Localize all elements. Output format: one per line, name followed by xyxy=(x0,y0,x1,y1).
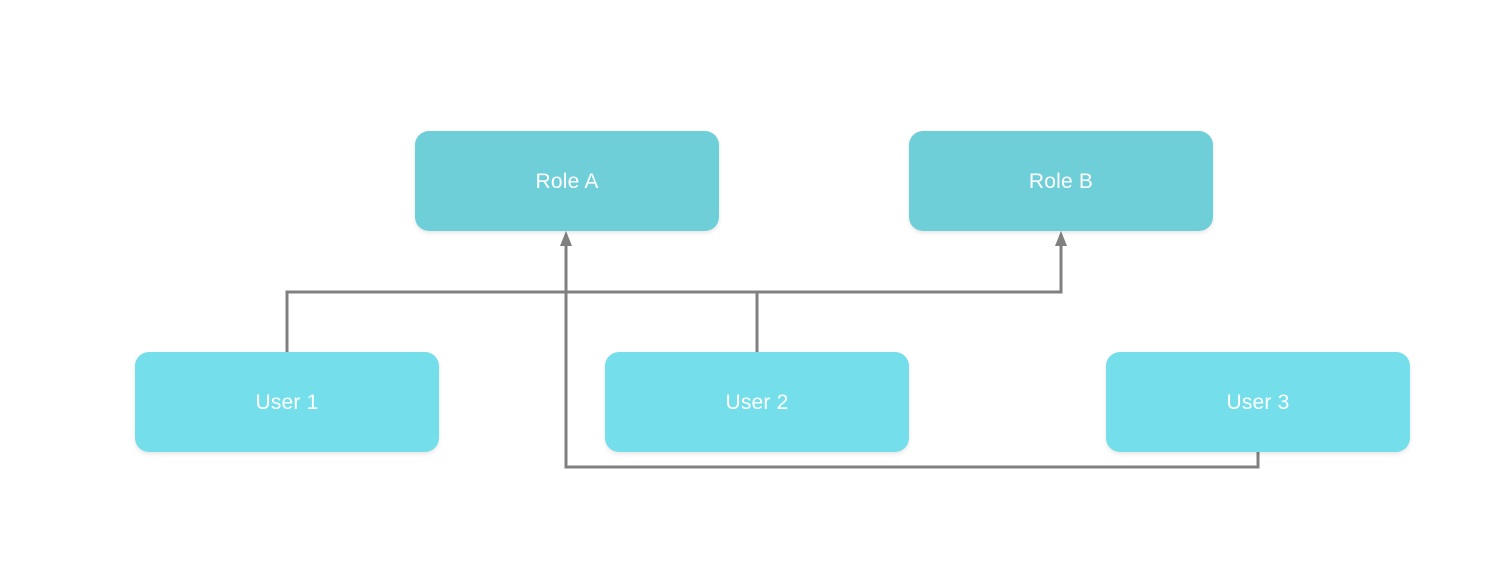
node-user-1[interactable]: User 1 xyxy=(135,352,439,452)
edge-user1-roleb xyxy=(285,239,1063,352)
node-role-b[interactable]: Role B xyxy=(909,131,1213,231)
node-user-2[interactable]: User 2 xyxy=(605,352,909,452)
arrowheads-group xyxy=(560,231,1067,246)
node-user-2-label: User 2 xyxy=(725,390,789,414)
arrowhead-role-b xyxy=(1055,231,1067,246)
node-user-1-label: User 1 xyxy=(255,390,319,414)
edge-user2-rolea xyxy=(564,239,759,352)
node-user-3[interactable]: User 3 xyxy=(1106,352,1410,452)
node-role-a-label: Role A xyxy=(535,169,599,193)
arrowhead-role-a xyxy=(560,231,572,246)
node-role-a[interactable]: Role A xyxy=(415,131,719,231)
node-role-b-label: Role B xyxy=(1028,169,1094,193)
node-user-3-label: User 3 xyxy=(1226,390,1290,414)
